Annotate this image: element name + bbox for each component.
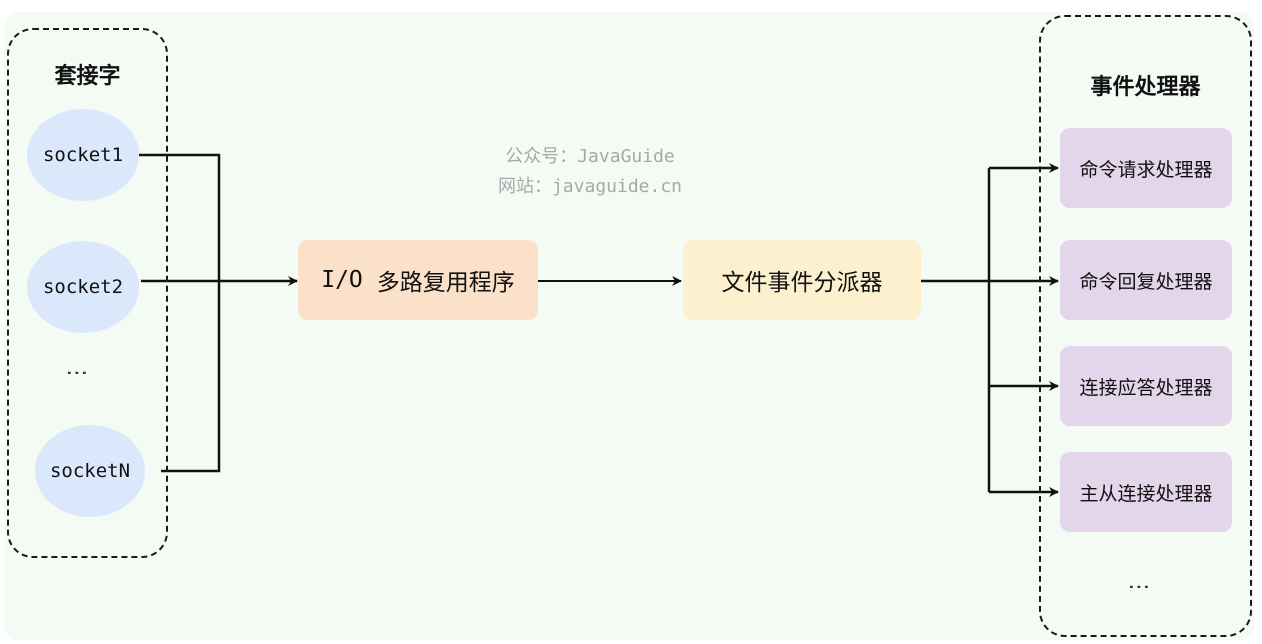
io-multiplexer-label: 多路复用程序 — [376, 270, 515, 296]
handler-box: 命令回复处理器 — [1060, 240, 1232, 320]
diagram-canvas — [4, 12, 1254, 640]
socket1-connector — [139, 153, 221, 281]
handler-box: 命令请求处理器 — [1060, 128, 1232, 208]
socket-group-title: 套接字 — [54, 64, 121, 89]
socket-node: socket1 — [27, 109, 139, 201]
socket-node: socketN — [35, 425, 145, 517]
socket-group: 套接字 — [7, 28, 168, 558]
file-event-dispatcher-box: 文件事件分派器 — [683, 240, 921, 320]
handler-group-title: 事件处理器 — [1090, 75, 1201, 100]
io-multiplexer-box: I/O 多路复用程序 — [298, 240, 538, 320]
handler-box: 连接应答处理器 — [1060, 346, 1232, 426]
handler-ellipsis: ⋮ — [1126, 576, 1151, 600]
watermark: 公众号：JavaGuide 网站：javaguide.cn — [470, 142, 710, 202]
socket-node: socket2 — [27, 241, 139, 333]
watermark-line-2: 网站：javaguide.cn — [497, 176, 683, 197]
handler-group: 事件处理器 — [1039, 15, 1252, 637]
io-multiplexer-prefix: I/O — [321, 267, 363, 293]
watermark-line-1: 公众号：JavaGuide — [505, 146, 675, 167]
handler-box: 主从连接处理器 — [1060, 452, 1232, 532]
socketN-connector — [161, 281, 221, 473]
socket-ellipsis: ⋮ — [64, 362, 89, 386]
